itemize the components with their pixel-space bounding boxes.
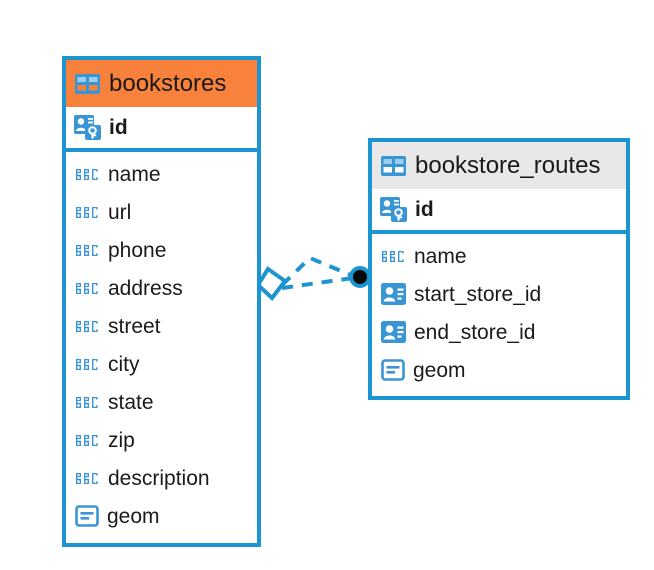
field-row-description[interactable]: description — [66, 459, 257, 497]
field-row-city[interactable]: city — [66, 345, 257, 383]
field-row-start-store-id[interactable]: start_store_id — [372, 275, 626, 313]
entity-bookstores-title: bookstores — [109, 69, 227, 97]
foreign-key-icon — [381, 283, 406, 305]
field-label-name: name — [414, 244, 467, 268]
foreign-key-icon — [381, 321, 406, 343]
field-row-phone[interactable]: phone — [66, 231, 257, 269]
entity-bookstores-fields: name url phone — [66, 152, 257, 535]
field-label-end-store-id: end_store_id — [414, 320, 536, 344]
field-row-street[interactable]: street — [66, 307, 257, 345]
field-label-phone: phone — [108, 238, 167, 262]
geometry-field-icon — [381, 359, 405, 381]
field-label-city: city — [108, 352, 140, 376]
text-field-icon — [76, 207, 98, 218]
text-field-icon — [76, 397, 98, 408]
field-row-end-store-id[interactable]: end_store_id — [372, 313, 626, 351]
entity-bookstore-routes-title: bookstore_routes — [415, 151, 601, 179]
text-field-icon — [76, 169, 98, 180]
text-field-icon — [76, 283, 98, 294]
field-label-state: state — [108, 390, 154, 414]
geometry-field-icon — [75, 505, 99, 527]
field-label-start-store-id: start_store_id — [414, 282, 542, 306]
entity-bookstore-routes[interactable]: bookstore_routes id — [368, 138, 630, 400]
field-label-id: id — [109, 116, 128, 139]
entity-bookstores[interactable]: bookstores id — [62, 56, 261, 547]
relationship-circle-marker — [349, 266, 371, 288]
text-field-icon — [76, 359, 98, 370]
field-row-geom[interactable]: geom — [66, 497, 257, 535]
primary-key-icon — [380, 197, 407, 222]
field-label-address: address — [108, 276, 183, 300]
field-label-geom: geom — [107, 504, 160, 528]
field-label-zip: zip — [108, 428, 135, 452]
relationship-diamond-marker — [255, 266, 288, 301]
field-row-url[interactable]: url — [66, 193, 257, 231]
field-row-name[interactable]: name — [66, 155, 257, 193]
field-row-geom[interactable]: geom — [372, 351, 626, 389]
relationship-line-upper — [280, 255, 354, 287]
text-field-icon — [76, 435, 98, 446]
field-row-state[interactable]: state — [66, 383, 257, 421]
entity-bookstores-header: bookstores — [66, 60, 257, 107]
text-field-icon — [76, 473, 98, 484]
field-row-address[interactable]: address — [66, 269, 257, 307]
entity-bookstore-routes-header: bookstore_routes — [372, 142, 626, 189]
relationship-line-lower — [281, 276, 354, 290]
field-row-id[interactable]: id — [66, 107, 257, 152]
primary-key-icon — [74, 115, 101, 140]
field-row-zip[interactable]: zip — [66, 421, 257, 459]
field-label-geom: geom — [413, 358, 466, 382]
table-icon — [75, 73, 100, 94]
entity-bookstore-routes-fields: name start_store_id — [372, 234, 626, 389]
field-row-id[interactable]: id — [372, 189, 626, 234]
text-field-icon — [382, 251, 404, 262]
field-label-street: street — [108, 314, 161, 338]
field-label-description: description — [108, 466, 210, 490]
field-row-name[interactable]: name — [372, 237, 626, 275]
field-label-url: url — [108, 200, 132, 224]
text-field-icon — [76, 321, 98, 332]
field-label-id: id — [415, 198, 434, 221]
field-label-name: name — [108, 162, 161, 186]
table-icon — [381, 155, 406, 176]
text-field-icon — [76, 245, 98, 256]
